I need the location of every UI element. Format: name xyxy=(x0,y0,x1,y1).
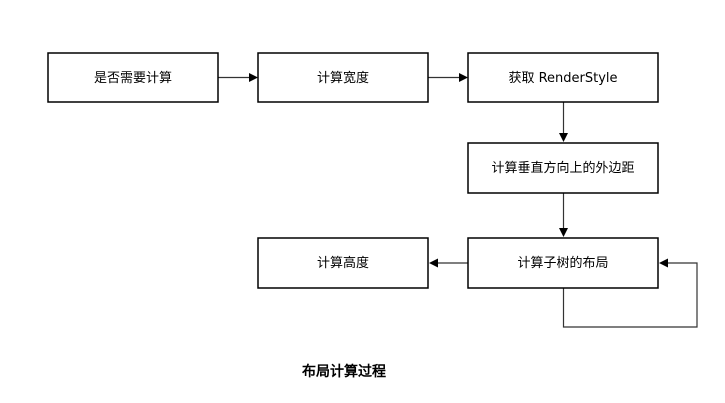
arrowhead-icon xyxy=(429,258,438,268)
node-label: 计算子树的布局 xyxy=(517,255,608,271)
node-label: 获取 RenderStyle xyxy=(508,71,617,86)
node-label: 计算高度 xyxy=(317,255,369,271)
arrowhead-icon xyxy=(559,228,568,237)
node-compute-width: 计算宽度 xyxy=(257,52,429,103)
node-label: 计算宽度 xyxy=(317,70,369,86)
node-label: 计算垂直方向上的外边距 xyxy=(491,160,634,176)
node-get-renderstyle: 获取 RenderStyle xyxy=(467,52,659,103)
arrowhead-icon xyxy=(659,258,668,268)
node-subtree-layout: 计算子树的布局 xyxy=(467,237,659,289)
arrowhead-icon xyxy=(459,73,468,82)
node-compute-height: 计算高度 xyxy=(257,237,429,289)
node-need-compute: 是否需要计算 xyxy=(47,52,219,103)
arrowhead-icon xyxy=(559,133,568,142)
arrowhead-icon xyxy=(249,73,258,82)
edge-subtree-self-loop xyxy=(562,262,698,328)
diagram-caption: 布局计算过程 xyxy=(302,363,386,380)
node-label: 是否需要计算 xyxy=(94,71,172,86)
node-vertical-margin: 计算垂直方向上的外边距 xyxy=(467,142,659,194)
